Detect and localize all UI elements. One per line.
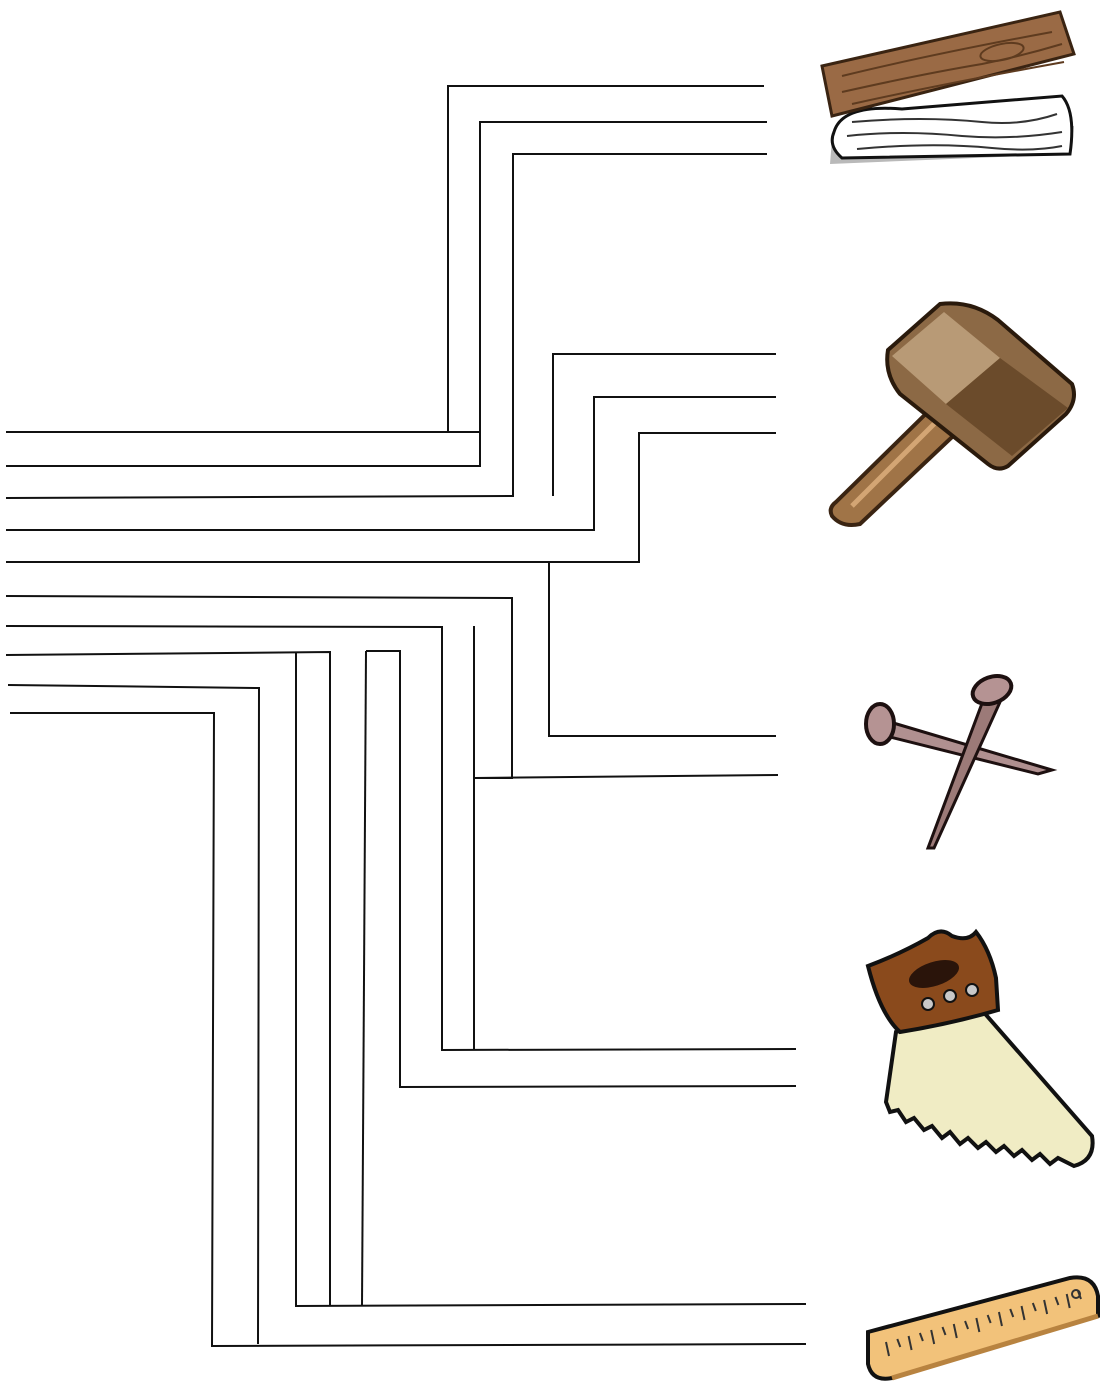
- maze-line: [8, 685, 259, 1344]
- nails-icon: [856, 670, 1062, 852]
- ruler-icon: [862, 1272, 1102, 1388]
- maze-line: [296, 652, 806, 1306]
- maze-line: [475, 775, 778, 778]
- handsaw-icon: [860, 924, 1098, 1174]
- maze-line: [549, 562, 776, 736]
- maze-line: [6, 397, 776, 530]
- mallet-icon: [822, 296, 1082, 528]
- maze-line: [362, 651, 366, 1306]
- maze-line: [553, 354, 776, 496]
- maze-line: [6, 652, 330, 1306]
- maze-line: [366, 651, 796, 1087]
- maze-line: [10, 713, 806, 1346]
- maze-line: [6, 154, 767, 498]
- maze-line: [6, 86, 764, 432]
- wood-planks-icon: [812, 4, 1082, 164]
- maze-line: [6, 122, 767, 466]
